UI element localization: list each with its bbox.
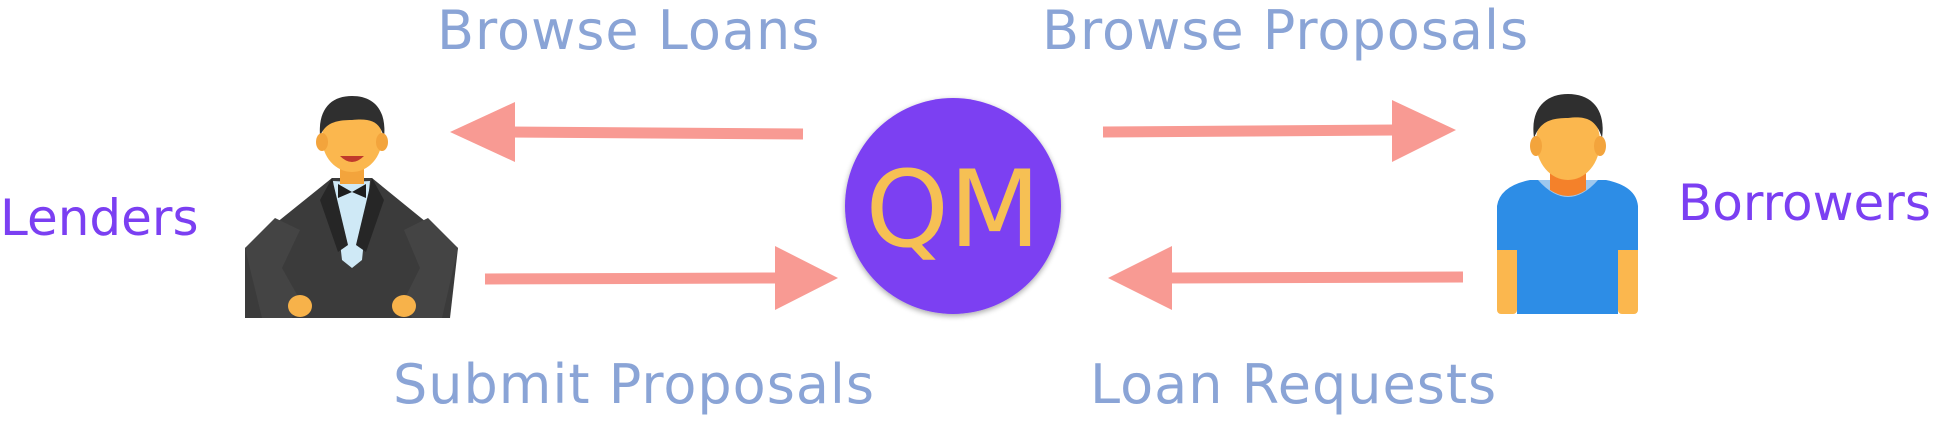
hub-label: QM <box>866 148 1041 271</box>
hub-circle <box>845 98 1061 314</box>
label-borrowers: Borrowers <box>1678 174 1931 232</box>
person-icon <box>1497 94 1638 314</box>
arrow-browse-proposals <box>1102 100 1456 162</box>
label-browse-proposals: Browse Proposals <box>1042 0 1530 62</box>
businessman-icon <box>245 96 458 318</box>
arrow-submit-proposals <box>484 246 838 310</box>
label-submit-proposals: Submit Proposals <box>393 353 876 416</box>
qm-hub: QM <box>845 98 1061 314</box>
arrow-browse-loans <box>450 102 804 162</box>
label-lenders: Lenders <box>0 189 199 247</box>
label-loan-requests: Loan Requests <box>1090 353 1498 416</box>
label-browse-loans: Browse Loans <box>437 0 821 62</box>
arrow-loan-requests <box>1108 246 1464 310</box>
